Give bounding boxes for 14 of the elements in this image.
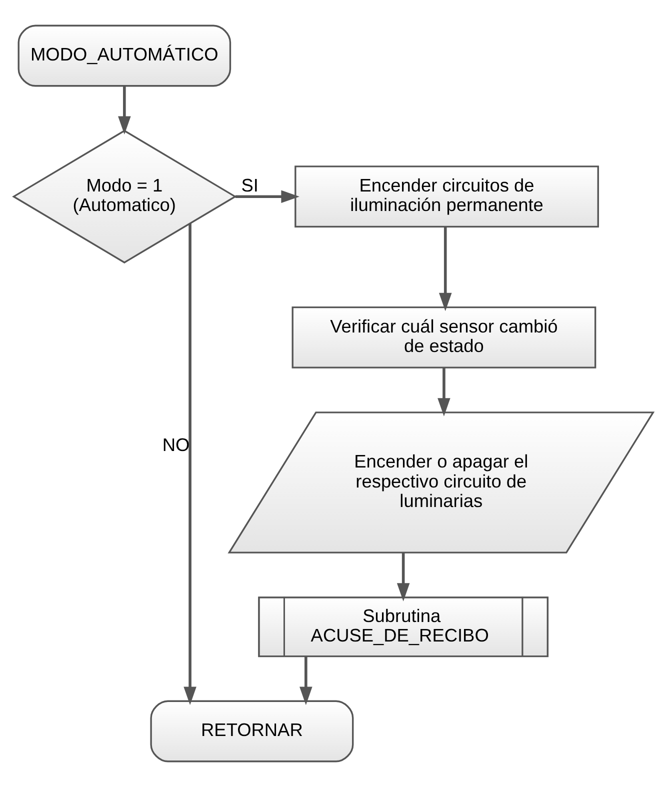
- node-diamond: Modo = 1 (Automatico): [12, 130, 237, 264]
- arrow: [300, 656, 312, 706]
- arrow: [184, 223, 196, 705]
- arrow: [438, 368, 450, 416]
- node-box: MODO_AUTOMÁTICO: [18, 24, 232, 87]
- arrow: [118, 86, 131, 134]
- edge-label: NO: [162, 434, 190, 455]
- arrow: [235, 190, 300, 203]
- arrow: [396, 552, 410, 602]
- edge-label: SI: [241, 176, 258, 196]
- node-box: Verificar cuál sensor cambió de estado: [292, 306, 596, 368]
- node-box: Encender circuitos de iluminación permanente: [294, 166, 599, 228]
- arrow: [438, 227, 452, 312]
- node-box: RETORNAR: [150, 700, 354, 762]
